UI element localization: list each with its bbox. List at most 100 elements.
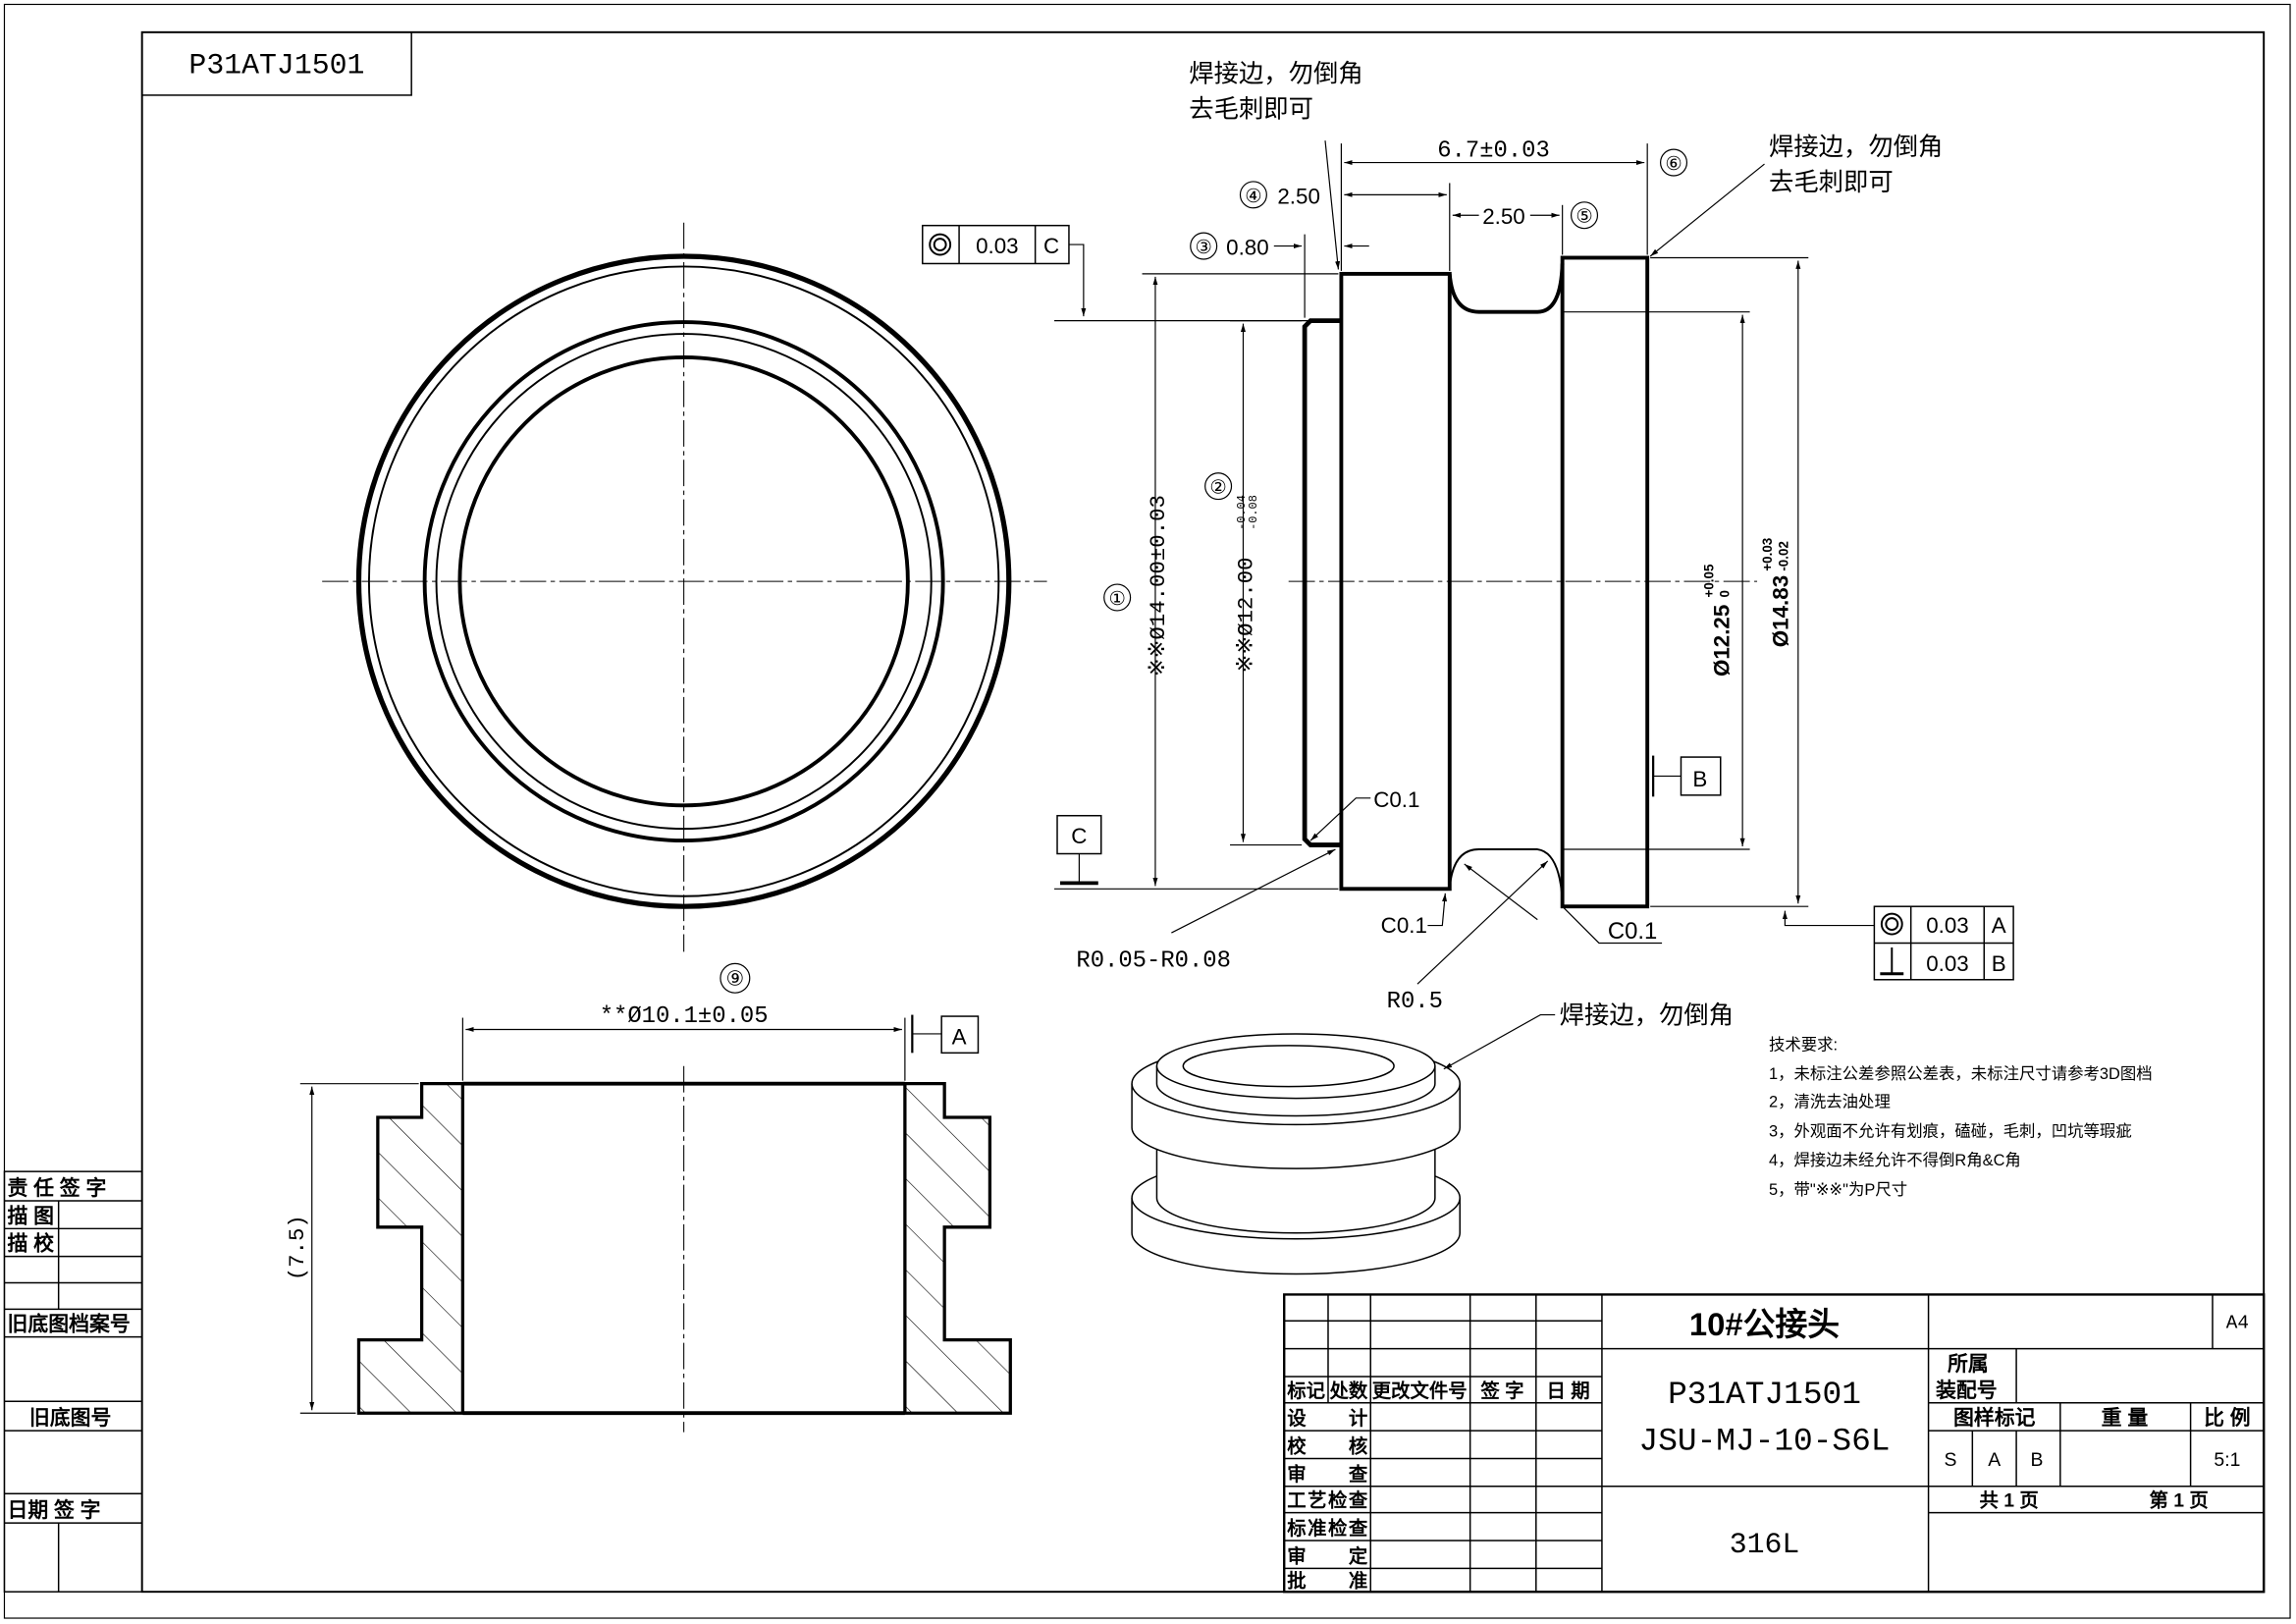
mark-s: S xyxy=(1944,1449,1956,1471)
concentricity-icon xyxy=(1880,912,1903,936)
role-approve-final: 审 定 xyxy=(1287,1544,1368,1567)
balloon-2: ② xyxy=(1209,477,1226,499)
concentricity-icon xyxy=(929,233,952,256)
gdt-datum: A xyxy=(1992,913,2006,938)
dia-1483-lower-tol: -0.02 xyxy=(1776,541,1790,571)
left-strip-row: 日期 签 字 xyxy=(7,1498,100,1522)
balloon-5: ⑤ xyxy=(1575,206,1592,228)
gdt-datum: C xyxy=(1043,234,1059,258)
model-number: JSU-MJ-10-S6L xyxy=(1639,1424,1891,1460)
dia-1225-lower-tol: 0 xyxy=(1718,590,1733,597)
page-number: 第 1 页 xyxy=(2150,1489,2209,1512)
datum-a: A xyxy=(911,1014,980,1055)
balloon-1: ① xyxy=(1108,588,1125,610)
left-strip-row: 旧底图档案号 xyxy=(7,1313,130,1336)
radius-groove: R0.5 xyxy=(1387,989,1443,1015)
part-name: 10#公接头 xyxy=(1689,1306,1840,1342)
sheet-size: A4 xyxy=(2226,1313,2249,1334)
drawing-number: P31ATJ1501 xyxy=(1668,1377,1861,1413)
tech-req-item: 4，焊接边未经允许不得倒R角&C角 xyxy=(1769,1152,2021,1169)
svg-text:B: B xyxy=(1692,767,1707,791)
drawing-number: P31ATJ1501 xyxy=(188,49,364,82)
mark-b: B xyxy=(2030,1449,2043,1471)
inner-frame xyxy=(140,30,2266,1594)
dia-12-dim: ※※Ø12.00 xyxy=(1233,557,1258,673)
scale-label: 比 例 xyxy=(2204,1406,2251,1430)
left-strip-row: 描 图 xyxy=(7,1205,54,1227)
gdt-frame-top: 0.03 C xyxy=(922,224,1339,322)
flange-width-dim: 2.50 xyxy=(1277,184,1320,208)
front-view xyxy=(322,222,1047,952)
weld-note: 焊接边，勿倒角 xyxy=(1189,61,1362,88)
role-standard-check: 标准检查 xyxy=(1286,1517,1368,1540)
role-approve: 批 准 xyxy=(1287,1570,1367,1593)
mark-label: 图样标记 xyxy=(1953,1406,2036,1430)
section-view: **Ø10.1±0.05 ⑨ A (7.5) xyxy=(285,962,1012,1433)
left-strip-row: 描 校 xyxy=(7,1232,54,1256)
dia-1483-upper-tol: +0.03 xyxy=(1760,538,1775,571)
header-signature: 签 字 xyxy=(1479,1380,1523,1402)
scale-value: 5:1 xyxy=(2214,1449,2240,1471)
left-strip-row: 旧底图号 xyxy=(29,1406,112,1430)
balloon-9: ⑨ xyxy=(725,968,744,991)
svg-text:C: C xyxy=(1071,824,1087,848)
weld-note: 去毛刺即可 xyxy=(1189,95,1313,123)
role-process-check: 工艺检查 xyxy=(1287,1489,1368,1512)
bore-dia-dim: **Ø10.1±0.05 xyxy=(600,1003,769,1030)
weld-note: 去毛刺即可 xyxy=(1769,169,1894,196)
balloon-6: ⑥ xyxy=(1665,153,1682,175)
groove-width-dim: 2.50 xyxy=(1482,204,1525,229)
weight-label: 重 量 xyxy=(2102,1407,2149,1430)
role-design: 设 计 xyxy=(1287,1407,1367,1430)
chamfer-spigot: C0.1 xyxy=(1373,787,1419,812)
side-view: 6.7±0.03 ⑥ ④ 2.50 2.50 ⑤ ③ 0.80 焊接边，勿倒角 … xyxy=(922,61,2014,1015)
header-mark: 标记 xyxy=(1286,1380,1325,1402)
tech-req-item: 3，外观面不允许有划痕，磕碰，毛刺，凹坑等瑕疵 xyxy=(1769,1122,2132,1140)
gdt-tolerance: 0.03 xyxy=(1926,913,1969,938)
overall-length-dim: 6.7±0.03 xyxy=(1437,138,1550,165)
radius-small: R0.05-R0.08 xyxy=(1076,947,1231,974)
dia-12-upper-tol: -0.04 xyxy=(1235,495,1249,530)
weld-note: 焊接边，勿倒角 xyxy=(1769,134,1943,161)
drawing-number-box: P31ATJ1501 xyxy=(140,31,412,96)
svg-text:A: A xyxy=(952,1024,967,1049)
dia-12-lower-tol: -0.08 xyxy=(1247,495,1260,530)
dia-1225-dim: Ø12.25 xyxy=(1710,605,1735,677)
technical-requirements: 技术要求: 1，未标注公差参照公差表，未标注尺寸请参考3D图档 2，清洗去油处理… xyxy=(1769,1036,2153,1199)
tech-req-item: 1，未标注公差参照公差表，未标注尺寸请参考3D图档 xyxy=(1769,1065,2153,1083)
mark-a: A xyxy=(1988,1449,2001,1471)
chamfer-right: C0.1 xyxy=(1608,918,1657,945)
gdt-tolerance: 0.03 xyxy=(1926,951,1969,976)
gdt-frame-bottom: 0.03 A 0.03 B xyxy=(1782,905,2014,981)
role-check: 校 核 xyxy=(1287,1435,1368,1458)
header-count: 处数 xyxy=(1328,1380,1367,1402)
tech-req-item: 5，带"※※"为P尺寸 xyxy=(1769,1181,1907,1199)
tech-req-item: 2，清洗去油处理 xyxy=(1769,1094,1891,1111)
left-strip-table: 责 任 签 字 描 图 描 校 旧底图档案号 旧底图号 日期 签 字 xyxy=(3,1170,143,1593)
tech-req-title: 技术要求: xyxy=(1769,1036,1838,1054)
chamfer-groove: C0.1 xyxy=(1381,913,1427,938)
spigot-length-dim: 0.80 xyxy=(1226,236,1269,260)
header-date: 日 期 xyxy=(1547,1380,1590,1402)
dia-1483-dim: Ø14.83 xyxy=(1768,575,1792,647)
height-ref-dim: (7.5) xyxy=(285,1215,310,1280)
title-block: 标记 处数 更改文件号 签 字 日 期 设 计 校 核 审 查 工艺检查 标准检… xyxy=(1283,1293,2266,1594)
perpendicularity-icon xyxy=(1880,947,1904,976)
total-pages: 共 1 页 xyxy=(1979,1490,2038,1512)
role-review: 审 查 xyxy=(1287,1463,1368,1486)
isometric-view xyxy=(1131,1033,1461,1275)
material: 316L xyxy=(1730,1528,1800,1561)
assembly-label: 装配号 xyxy=(1936,1380,1998,1402)
dia-14-dim: ※※Ø14.00±0.03 xyxy=(1146,495,1171,677)
datum-c: C xyxy=(1056,814,1102,886)
balloon-4: ④ xyxy=(1245,186,1261,207)
dia-1225-upper-tol: +0.05 xyxy=(1701,564,1716,597)
outer-border xyxy=(3,3,2291,1619)
left-strip-row: 责 任 签 字 xyxy=(7,1176,106,1200)
gdt-tolerance: 0.03 xyxy=(976,234,1019,258)
assembly-label: 所属 xyxy=(1948,1353,1989,1376)
header-change-doc: 更改文件号 xyxy=(1372,1380,1468,1402)
balloon-3: ③ xyxy=(1195,237,1211,258)
gdt-datum: B xyxy=(1992,951,2006,976)
